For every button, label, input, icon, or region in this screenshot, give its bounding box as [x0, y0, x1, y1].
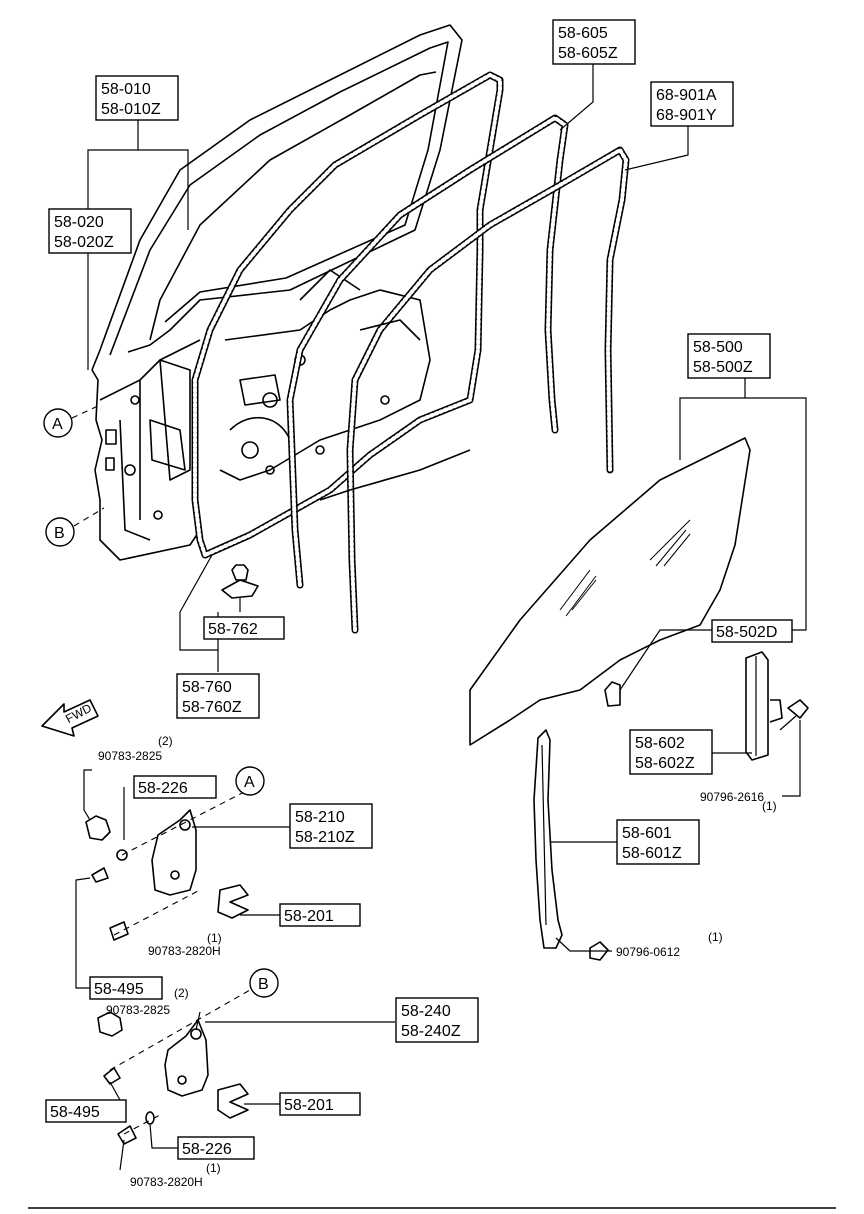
- door-outer-seal: [315, 146, 630, 634]
- callout-shim-lower: 58-201: [279, 1092, 361, 1116]
- callout-washer-lower: 58-226: [177, 1136, 255, 1160]
- callout-upper-hinge: 58-210 58-210Z: [289, 803, 373, 849]
- callout-clip-group-line2: 58-760Z: [182, 699, 242, 716]
- callout-glass-run-line2: 58-605Z: [558, 45, 618, 62]
- callout-clip-text: 58-762: [208, 621, 258, 638]
- bolt-2820h-lower-label: 90783-2820H: [130, 1175, 203, 1189]
- callout-clip: 58-762: [203, 616, 285, 640]
- callout-washer-upper: 58-226: [133, 775, 217, 799]
- marker-b-hinge-text: B: [258, 976, 269, 993]
- callout-door-weatherstrip: 58-020 58-020Z: [48, 208, 132, 254]
- callout-front-channel-line2: 58-601Z: [622, 845, 682, 862]
- marker-a-text: A: [52, 416, 63, 433]
- fwd-arrow: FWD: [41, 699, 99, 737]
- callout-glass-run-line1: 58-605: [558, 25, 608, 42]
- callout-glass-channel-text: 58-502D: [716, 624, 777, 641]
- leader-lines: [75, 64, 807, 1171]
- callout-clip-group: 58-760 58-760Z: [176, 673, 260, 719]
- screw-2616-qty: (1): [762, 799, 777, 813]
- rear-channel-part: [745, 651, 809, 761]
- glass-run-seal: [286, 114, 569, 589]
- callout-bolt-lower: 58-495: [45, 1099, 127, 1123]
- bolt-2820h-upper-qty: (1): [207, 931, 222, 945]
- callout-rear-channel-line1: 58-602: [635, 735, 685, 752]
- callout-shim-lower-text: 58-201: [284, 1097, 334, 1114]
- marker-a-hinge: A: [235, 766, 265, 796]
- fwd-arrow-text: FWD: [63, 701, 94, 726]
- callout-upper-hinge-line2: 58-210Z: [295, 829, 355, 846]
- callout-lower-hinge-line1: 58-240: [401, 1003, 451, 1020]
- door-weatherstrip-1: [191, 71, 504, 559]
- callout-door-weatherstrip-line2: 58-020Z: [54, 234, 114, 251]
- callout-door-panel-line1: 58-010: [101, 81, 151, 98]
- callout-bolt-lower-text: 58-495: [50, 1104, 100, 1121]
- callout-washer-lower-text: 58-226: [182, 1141, 232, 1158]
- callout-glass-run: 58-605 58-605Z: [552, 19, 636, 65]
- callout-seal-68-line1: 68-901A: [656, 87, 717, 104]
- callout-upper-hinge-line1: 58-210: [295, 809, 345, 826]
- door-glass: [469, 437, 751, 746]
- marker-a: A: [43, 404, 101, 438]
- callout-door-panel-line2: 58-010Z: [101, 101, 161, 118]
- callout-glass: 58-500 58-500Z: [687, 333, 771, 379]
- callout-washer-upper-text: 58-226: [138, 780, 188, 797]
- callout-door-weatherstrip-line1: 58-020: [54, 214, 104, 231]
- callout-shim-upper: 58-201: [279, 903, 361, 927]
- callout-glass-line2: 58-500Z: [693, 359, 753, 376]
- marker-b: B: [45, 507, 105, 547]
- callout-glass-line1: 58-500: [693, 339, 743, 356]
- callout-rear-channel: 58-602 58-602Z: [629, 729, 713, 775]
- clip-part: [221, 564, 259, 612]
- callout-shim-upper-text: 58-201: [284, 908, 334, 925]
- bolt-2825-upper-qty: (2): [158, 734, 173, 748]
- marker-b-hinge: B: [249, 968, 279, 998]
- callout-clip-group-line1: 58-760: [182, 679, 232, 696]
- callout-glass-channel: 58-502D: [711, 619, 793, 643]
- screw-2616-label: 90796-2616: [700, 790, 764, 804]
- screw-0612-qty: (1): [708, 930, 723, 944]
- bolt-2825-lower-label: 90783-2825: [106, 1003, 170, 1017]
- marker-a-hinge-text: A: [244, 774, 255, 791]
- bolt-2825-upper-label: 90783-2825: [98, 749, 162, 763]
- callout-bolt-upper-text: 58-495: [94, 981, 144, 998]
- callout-front-channel-line1: 58-601: [622, 825, 672, 842]
- callout-seal-68: 68-901A 68-901Y: [650, 81, 734, 127]
- callout-front-channel: 58-601 58-601Z: [616, 819, 700, 865]
- screw-0612-label: 90796-0612: [616, 945, 680, 959]
- upper-hinge-assembly: [85, 789, 249, 941]
- marker-b-text: B: [54, 525, 65, 542]
- callout-lower-hinge: 58-240 58-240Z: [395, 997, 479, 1043]
- door-shell: [91, 24, 463, 561]
- callout-bolt-upper: 58-495: [89, 976, 163, 1000]
- callout-seal-68-line2: 68-901Y: [656, 107, 717, 124]
- callout-rear-channel-line2: 58-602Z: [635, 755, 695, 772]
- callout-door-panel: 58-010 58-010Z: [95, 75, 179, 121]
- bolt-2820h-lower-qty: (1): [206, 1161, 221, 1175]
- front-channel-part: [533, 729, 609, 961]
- bolt-2820h-upper-label: 90783-2820H: [148, 944, 221, 958]
- callout-lower-hinge-line2: 58-240Z: [401, 1023, 461, 1040]
- bolt-2825-lower-qty: (2): [174, 986, 189, 1000]
- bolt-part-numbers: (2) 90783-2825 (1) 90783-2820H (2) 90783…: [98, 734, 777, 1189]
- lower-hinge-assembly: [97, 989, 251, 1145]
